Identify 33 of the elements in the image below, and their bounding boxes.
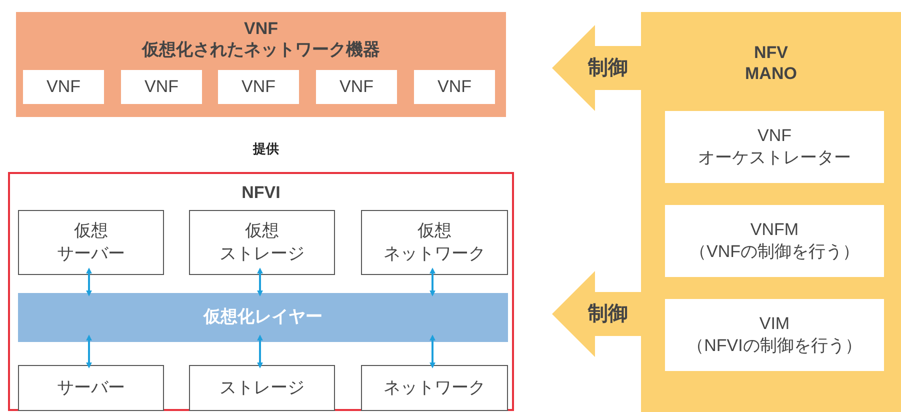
heading: NFVI bbox=[242, 182, 280, 203]
arrow bbox=[552, 25, 641, 111]
mano-panel bbox=[641, 12, 901, 412]
heading: 仮想化されたネットワーク機器 bbox=[142, 39, 380, 60]
edge-label: 制御 bbox=[588, 56, 628, 81]
vnf-box: VNF bbox=[121, 70, 202, 104]
arrow bbox=[86, 334, 92, 368]
function-box: VNF オーケストレーター bbox=[665, 111, 884, 183]
resource-box: ネットワーク bbox=[361, 365, 508, 411]
vnf-box: VNF bbox=[414, 70, 495, 104]
resource-box: 仮想ネットワーク bbox=[361, 210, 508, 275]
arrow bbox=[552, 271, 641, 357]
arrow bbox=[430, 268, 436, 296]
resource-box: サーバー bbox=[18, 365, 164, 411]
vnf-box: VNF bbox=[316, 70, 397, 104]
function-box: VNFM （VNFの制御を行う） bbox=[665, 205, 884, 277]
vnf-group-panel bbox=[16, 12, 506, 117]
arrow bbox=[257, 268, 263, 296]
heading: NFV MANO bbox=[744, 42, 798, 84]
layer-band: 仮想化レイヤー bbox=[18, 293, 508, 342]
vnf-box: VNF bbox=[23, 70, 104, 104]
heading: VNF bbox=[244, 18, 278, 39]
resource-box: ストレージ bbox=[189, 365, 335, 411]
edge-label: 制御 bbox=[588, 302, 628, 327]
resource-box: 仮想ストレージ bbox=[189, 210, 335, 275]
resource-box: 仮想サーバー bbox=[18, 210, 164, 275]
vnf-box: VNF bbox=[218, 70, 299, 104]
arrow bbox=[430, 334, 436, 368]
arrow bbox=[257, 334, 263, 368]
arrow bbox=[86, 268, 92, 296]
flow-label: 提供 bbox=[252, 140, 280, 158]
nfvi-frame bbox=[8, 172, 514, 411]
function-box: VIM （NFVIの制御を行う） bbox=[665, 299, 884, 371]
